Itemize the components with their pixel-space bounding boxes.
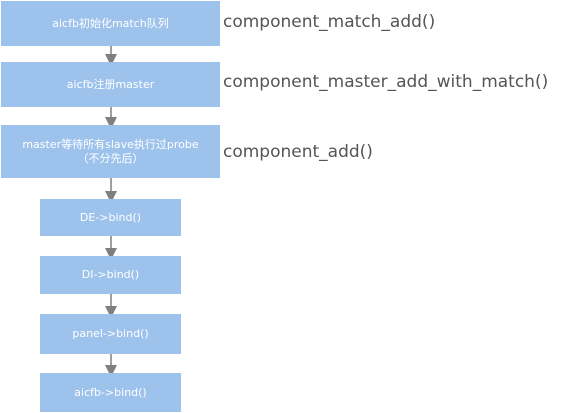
step-label: aicfb->bind() (74, 385, 147, 399)
step-sublabel: （不分先后） (77, 151, 144, 165)
step-label: master等待所有slave执行过probe (22, 137, 199, 151)
step-label: aicfb注册master (66, 77, 155, 91)
function-label-match-add: component_match_add() (223, 12, 436, 32)
step-aicfb-bind: aicfb->bind() (40, 373, 181, 412)
function-label-component-add: component_add() (223, 142, 373, 162)
step-master-wait-probe: master等待所有slave执行过probe （不分先后） (1, 125, 220, 178)
step-de-bind: DE->bind() (40, 199, 181, 236)
step-label: aicfb初始化match队列 (52, 16, 169, 30)
step-label: DI->bind() (81, 268, 140, 281)
function-label-master-add: component_master_add_with_match() (223, 72, 549, 92)
step-label: DE->bind() (79, 210, 142, 224)
step-panel-bind: panel->bind() (40, 314, 181, 354)
step-init-match-queue: aicfb初始化match队列 (1, 1, 220, 46)
step-register-master: aicfb注册master (1, 62, 220, 107)
step-label: panel->bind() (72, 327, 149, 340)
step-di-bind: DI->bind() (40, 256, 181, 294)
